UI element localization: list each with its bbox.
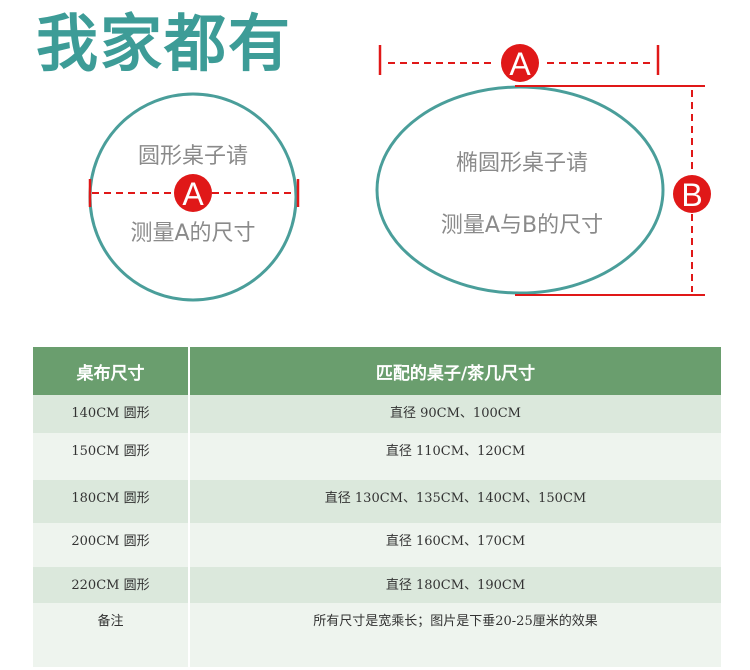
table-row: 140CM 圆形 直径 90CM、100CM (33, 395, 721, 433)
page-title: 我家都有 (36, 7, 293, 80)
remark-text-cell: 所有尺寸是宽乘长；图片是下垂20-25厘米的效果 (189, 603, 721, 667)
tablecloth-size-cell: 140CM 圆形 (33, 395, 190, 433)
oval-table-outline (375, 85, 665, 295)
round-badge-a-label: A (182, 176, 204, 212)
table-row: 180CM 圆形 直径 130CM、135CM、140CM、150CM (33, 480, 721, 523)
tablecloth-size-cell: 180CM 圆形 (33, 480, 190, 523)
matching-size-cell: 直径 160CM、170CM (189, 523, 721, 567)
size-table: 桌布尺寸 匹配的桌子/茶几尺寸 140CM 圆形 直径 90CM、100CM 1… (33, 347, 721, 667)
oval-badge-a-label: A (509, 46, 531, 82)
header-tablecloth-size: 桌布尺寸 (33, 347, 190, 395)
oval-badge-a (501, 44, 539, 82)
table-row: 200CM 圆形 直径 160CM、170CM (33, 523, 721, 567)
matching-size-cell: 直径 130CM、135CM、140CM、150CM (189, 480, 721, 523)
header-matching-table-size: 匹配的桌子/茶几尺寸 (189, 347, 721, 395)
size-table-container: 桌布尺寸 匹配的桌子/茶几尺寸 140CM 圆形 直径 90CM、100CM 1… (33, 347, 721, 667)
round-table-diagram: A 圆形桌子请 测量A的尺寸 (88, 92, 300, 302)
oval-badge-b-label: B (681, 177, 702, 213)
remark-label-cell: 备注 (33, 603, 190, 667)
round-badge-a (174, 174, 212, 212)
matching-size-cell: 直径 110CM、120CM (189, 433, 721, 480)
tablecloth-size-cell: 200CM 圆形 (33, 523, 190, 567)
oval-instruction-line2: 测量A与B的尺寸 (441, 213, 603, 238)
oval-badge-b (673, 175, 711, 213)
table-header-row: 桌布尺寸 匹配的桌子/茶几尺寸 (33, 347, 721, 395)
oval-table-diagram: A B 椭圆形桌子请 测量A与B的尺寸 (375, 44, 711, 296)
table-row: 220CM 圆形 直径 180CM、190CM (33, 567, 721, 603)
round-instruction-line1: 圆形桌子请 (138, 144, 248, 169)
table-row: 备注 所有尺寸是宽乘长；图片是下垂20-25厘米的效果 (33, 603, 721, 667)
measurement-diagram: A 圆形桌子请 测量A的尺寸 A B 椭圆形桌子请 测量A与B的尺寸 (88, 44, 711, 302)
tablecloth-size-cell: 150CM 圆形 (33, 433, 190, 480)
oval-instruction-line1: 椭圆形桌子请 (456, 151, 588, 176)
matching-size-cell: 直径 180CM、190CM (189, 567, 721, 603)
table-row: 150CM 圆形 直径 110CM、120CM (33, 433, 721, 480)
tablecloth-size-cell: 220CM 圆形 (33, 567, 190, 603)
round-instruction-line2: 测量A的尺寸 (130, 221, 255, 246)
matching-size-cell: 直径 90CM、100CM (189, 395, 721, 433)
